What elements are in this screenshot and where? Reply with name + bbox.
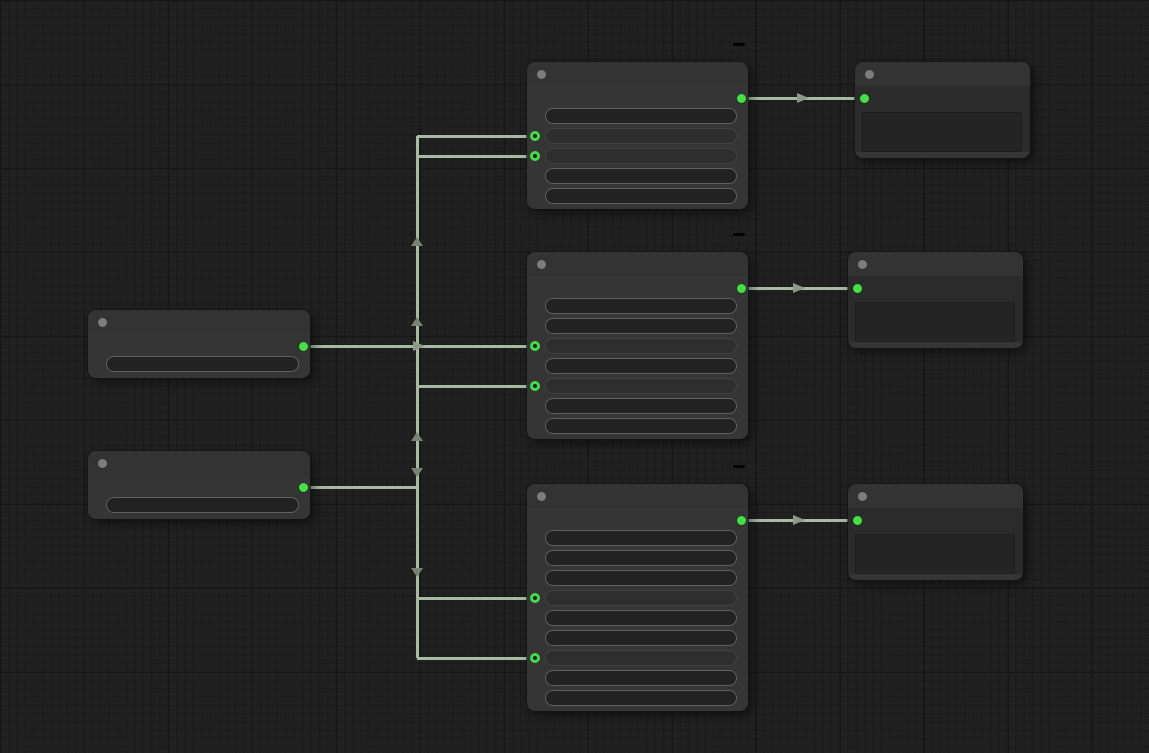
output-slot-label: [545, 280, 732, 296]
node-category-badge: [733, 233, 745, 236]
node-category-badge: [733, 465, 745, 468]
input-slot-dot[interactable]: [530, 381, 540, 391]
output-slot-dot[interactable]: [298, 341, 308, 351]
value-widget[interactable]: [106, 497, 299, 513]
collapse-dot-icon[interactable]: [98, 458, 107, 468]
node-titlebar[interactable]: [527, 62, 748, 86]
text-widget-text3[interactable]: [545, 358, 737, 374]
output-slot-label: [545, 90, 732, 106]
link-wire: [303, 344, 417, 348]
link-arrow-right-icon: [796, 93, 809, 103]
input-slot-dot[interactable]: [530, 593, 540, 603]
text-widget-text1[interactable]: [545, 128, 737, 144]
text-widget-text3[interactable]: [545, 590, 737, 606]
node-preview1[interactable]: [855, 62, 1030, 158]
link-wire: [417, 596, 535, 600]
text-widget-text2[interactable]: [545, 148, 737, 164]
link-wire: [417, 134, 535, 138]
switch-stepper-widget[interactable]: [545, 298, 737, 314]
link-wire: [417, 384, 535, 388]
output-slot-label: [106, 479, 294, 495]
node-string2[interactable]: [88, 451, 310, 519]
input-slot-dot[interactable]: [859, 93, 869, 103]
collapse-dot-icon[interactable]: [98, 317, 107, 327]
input-slot-dot[interactable]: [530, 131, 540, 141]
collapse-dot-icon[interactable]: [858, 491, 867, 501]
link-arrow-right-icon: [793, 515, 805, 525]
link-arrow-right-icon: [413, 341, 425, 351]
text-widget-text1[interactable]: [545, 550, 737, 566]
text-widget-text3[interactable]: [545, 168, 737, 184]
output-slot-dot[interactable]: [736, 93, 746, 103]
text-widget-text6[interactable]: [545, 650, 737, 666]
collapse-dot-icon[interactable]: [537, 259, 546, 269]
node-titlebar[interactable]: [848, 252, 1023, 276]
text-widget-text2[interactable]: [545, 338, 737, 354]
node-titlebar[interactable]: [88, 451, 310, 475]
text-widget-text2[interactable]: [545, 570, 737, 586]
text-widget-text8[interactable]: [545, 690, 737, 706]
node-preview2[interactable]: [848, 252, 1023, 348]
output-slot-dot[interactable]: [736, 283, 746, 293]
link-arrow-up-icon: [411, 432, 423, 441]
node-titlebar[interactable]: [855, 62, 1030, 86]
switch-stepper-widget[interactable]: [545, 108, 737, 124]
link-wire: [303, 485, 417, 489]
node-titlebar[interactable]: [527, 484, 748, 508]
preview-textarea[interactable]: [855, 302, 1015, 342]
node-titlebar[interactable]: [848, 484, 1023, 508]
link-arrow-down-icon: [411, 467, 423, 477]
input-slot-dot[interactable]: [852, 283, 862, 293]
node-six[interactable]: [527, 252, 748, 439]
output-slot-dot[interactable]: [736, 515, 746, 525]
input-slot-dot[interactable]: [530, 341, 540, 351]
link-arrow-up-icon: [411, 317, 423, 326]
link-arrow-up-icon: [411, 236, 423, 246]
text-widget-text4[interactable]: [545, 610, 737, 626]
text-widget-text5[interactable]: [545, 398, 737, 414]
text-widget-text1[interactable]: [545, 318, 737, 334]
node-eight[interactable]: [527, 484, 748, 711]
collapse-dot-icon[interactable]: [537, 491, 546, 501]
collapse-dot-icon[interactable]: [865, 69, 874, 79]
node-titlebar[interactable]: [527, 252, 748, 276]
value-widget-value: [288, 357, 298, 371]
output-slot-dot[interactable]: [298, 482, 308, 492]
link-arrow-right-icon: [793, 283, 805, 293]
input-slot-dot[interactable]: [530, 653, 540, 663]
node-titlebar[interactable]: [88, 310, 310, 334]
node-preview3[interactable]: [848, 484, 1023, 580]
text-widget-text5[interactable]: [545, 630, 737, 646]
text-widget-text6[interactable]: [545, 418, 737, 434]
link-wire: [417, 656, 535, 660]
text-widget-text4[interactable]: [545, 378, 737, 394]
collapse-dot-icon[interactable]: [537, 69, 546, 79]
link-arrow-down-icon: [411, 568, 423, 577]
input-slot-dot[interactable]: [530, 151, 540, 161]
node-category-badge: [733, 43, 745, 46]
input-slot-dot[interactable]: [852, 515, 862, 525]
preview-textarea[interactable]: [862, 112, 1022, 152]
text-widget-text7[interactable]: [545, 670, 737, 686]
link-wire: [417, 154, 535, 158]
preview-textarea[interactable]: [855, 534, 1015, 574]
collapse-dot-icon[interactable]: [858, 259, 867, 269]
output-slot-label: [106, 338, 294, 354]
value-widget-value: [288, 498, 298, 512]
text-widget-text4[interactable]: [545, 188, 737, 204]
value-widget[interactable]: [106, 356, 299, 372]
node-string1[interactable]: [88, 310, 310, 378]
switch-stepper-widget[interactable]: [545, 530, 737, 546]
node-four[interactable]: [527, 62, 748, 209]
output-slot-label: [545, 512, 732, 528]
